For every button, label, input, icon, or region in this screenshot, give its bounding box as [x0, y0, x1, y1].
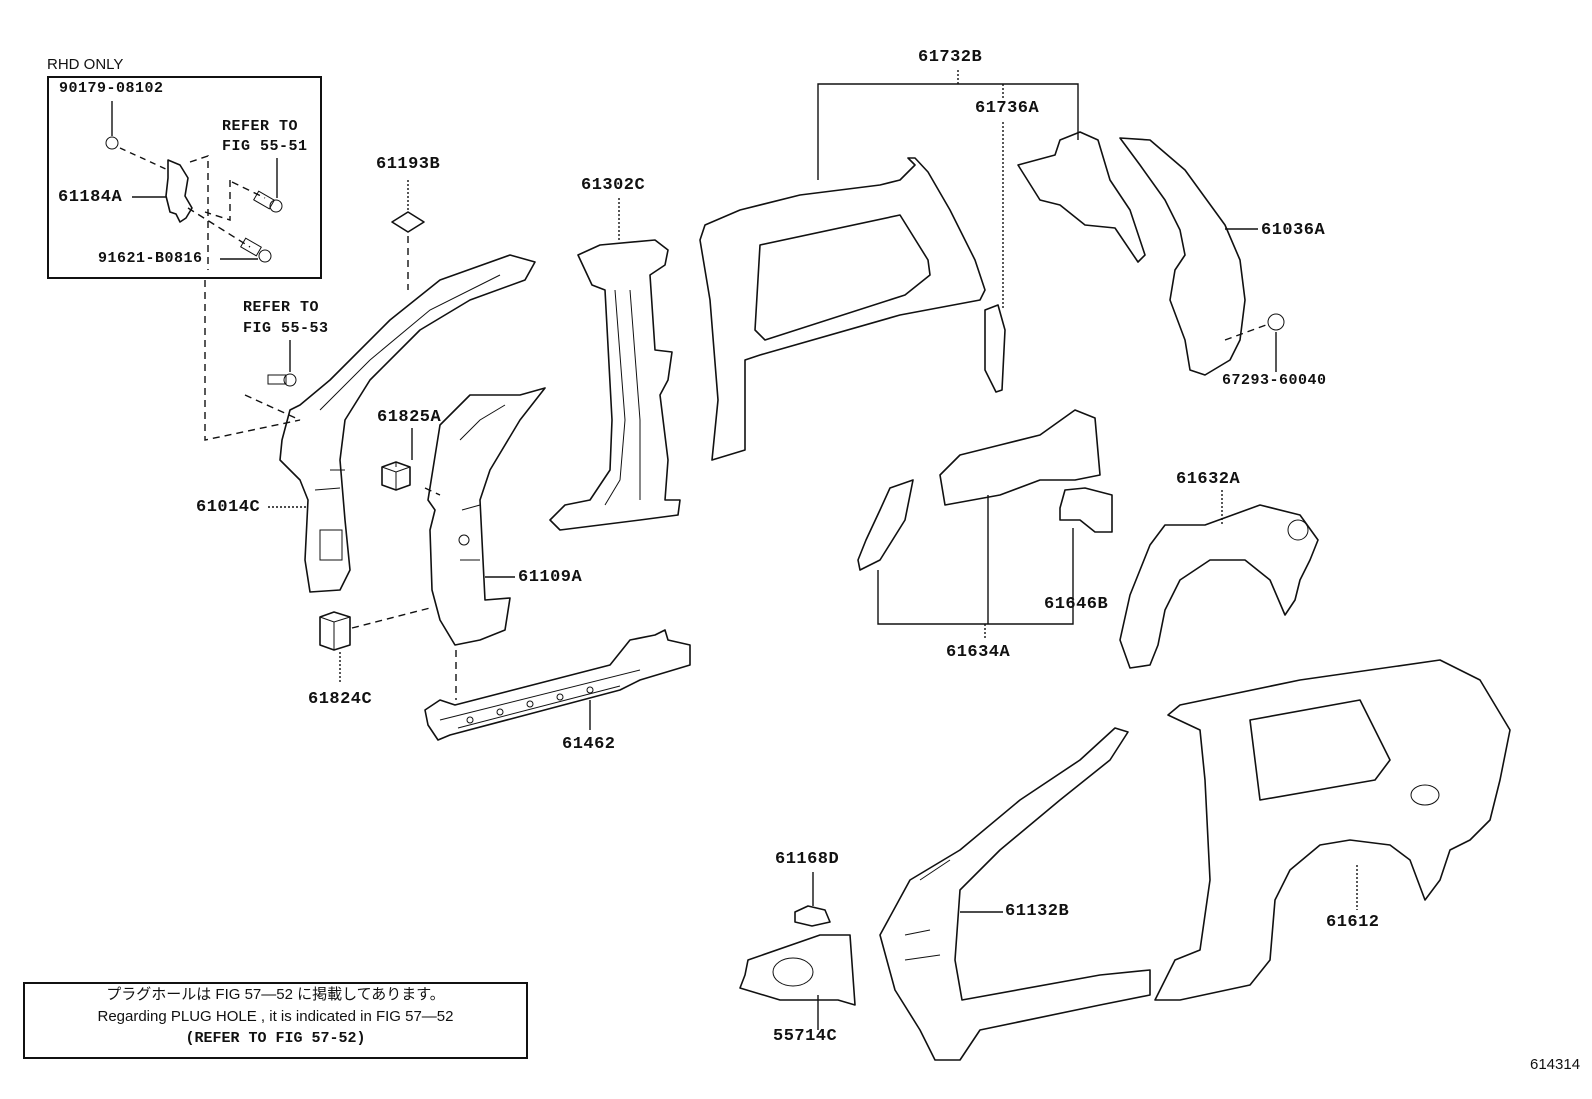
part-label-91621-b0816[interactable]: 91621-B0816: [98, 250, 203, 267]
figure-id: 614314: [1530, 1056, 1581, 1073]
part-61632a-wheelhouse: [1119, 490, 1319, 669]
part-label-61014c[interactable]: 61014C: [196, 498, 261, 517]
part-61462-rocker: [424, 629, 691, 741]
part-61612-quarter-outer: [1154, 659, 1511, 1001]
part-label-61825a[interactable]: 61825A: [377, 408, 442, 427]
note-english: Regarding PLUG HOLE , it is indicated in…: [97, 1008, 454, 1025]
note-japanese: プラグホールは FIG 57―52 に掲載してあります。: [106, 986, 445, 1003]
part-label-61824c[interactable]: 61824C: [308, 690, 373, 709]
part-label-61632a[interactable]: 61632A: [1176, 470, 1241, 489]
bolt-icon: [267, 373, 297, 387]
part-label-61193b[interactable]: 61193B: [376, 155, 441, 174]
part-label-61109a[interactable]: 61109A: [518, 568, 583, 587]
note-refer-fig-57-52[interactable]: (REFER TO FIG 57-52): [185, 1030, 366, 1047]
nut-90179-icon: [105, 136, 119, 150]
part-61168d-clip: [794, 872, 831, 927]
part-61184a-bracket: [105, 101, 283, 270]
bolt-icon: [240, 237, 272, 263]
part-label-61612[interactable]: 61612: [1326, 913, 1380, 932]
part-61014c-pillar: [268, 254, 536, 593]
part-61036a-panel: [1119, 137, 1285, 376]
plug-67293-icon: [1267, 313, 1285, 331]
part-label-61036a[interactable]: 61036A: [1261, 221, 1326, 240]
refer-fig-55-53-line2[interactable]: FIG 55-53: [243, 320, 329, 337]
part-61302c-pillar: [549, 198, 681, 531]
part-label-61646b[interactable]: 61646B: [1044, 595, 1109, 614]
part-61132b-front-outer: [879, 727, 1151, 1061]
part-61193b-pad: [391, 180, 425, 290]
part-55714c-gusset: [739, 934, 856, 1030]
part-label-61634a[interactable]: 61634A: [946, 643, 1011, 662]
bolt-icon: [253, 190, 283, 213]
part-label-67293-60040[interactable]: 67293-60040: [1222, 372, 1327, 389]
part-label-61302c[interactable]: 61302C: [581, 176, 646, 195]
part-61109a-pillar: [427, 387, 546, 646]
plug-hole-note: プラグホールは FIG 57―52 に掲載してあります。 Regarding P…: [23, 982, 528, 1059]
part-label-61462[interactable]: 61462: [562, 735, 616, 754]
refer-fig-55-51-line1: REFER TO: [222, 118, 299, 135]
part-label-61132b[interactable]: 61132B: [1005, 902, 1070, 921]
part-61634a-group: [857, 409, 1113, 640]
refer-fig-55-51-line2[interactable]: FIG 55-51: [222, 138, 308, 155]
part-61825a-block: [381, 428, 441, 496]
part-61732b-upper-rear: [1017, 131, 1146, 263]
part-61824c-block: [319, 607, 431, 682]
part-label-90179-08102[interactable]: 90179-08102: [59, 80, 164, 97]
part-61732b-quarter-inner: [699, 70, 1079, 461]
part-label-61168d[interactable]: 61168D: [775, 850, 840, 869]
part-label-55714c[interactable]: 55714C: [773, 1027, 838, 1046]
part-label-61732b[interactable]: 61732B: [918, 48, 983, 67]
inset-caption: RHD ONLY: [47, 56, 124, 73]
rhd-only-inset: [47, 76, 322, 279]
part-label-61736a[interactable]: 61736A: [975, 99, 1040, 118]
part-61736a-reinforcement: [984, 304, 1006, 393]
refer-fig-55-53-line1: REFER TO: [243, 299, 320, 316]
part-label-61184a[interactable]: 61184A: [58, 188, 123, 207]
